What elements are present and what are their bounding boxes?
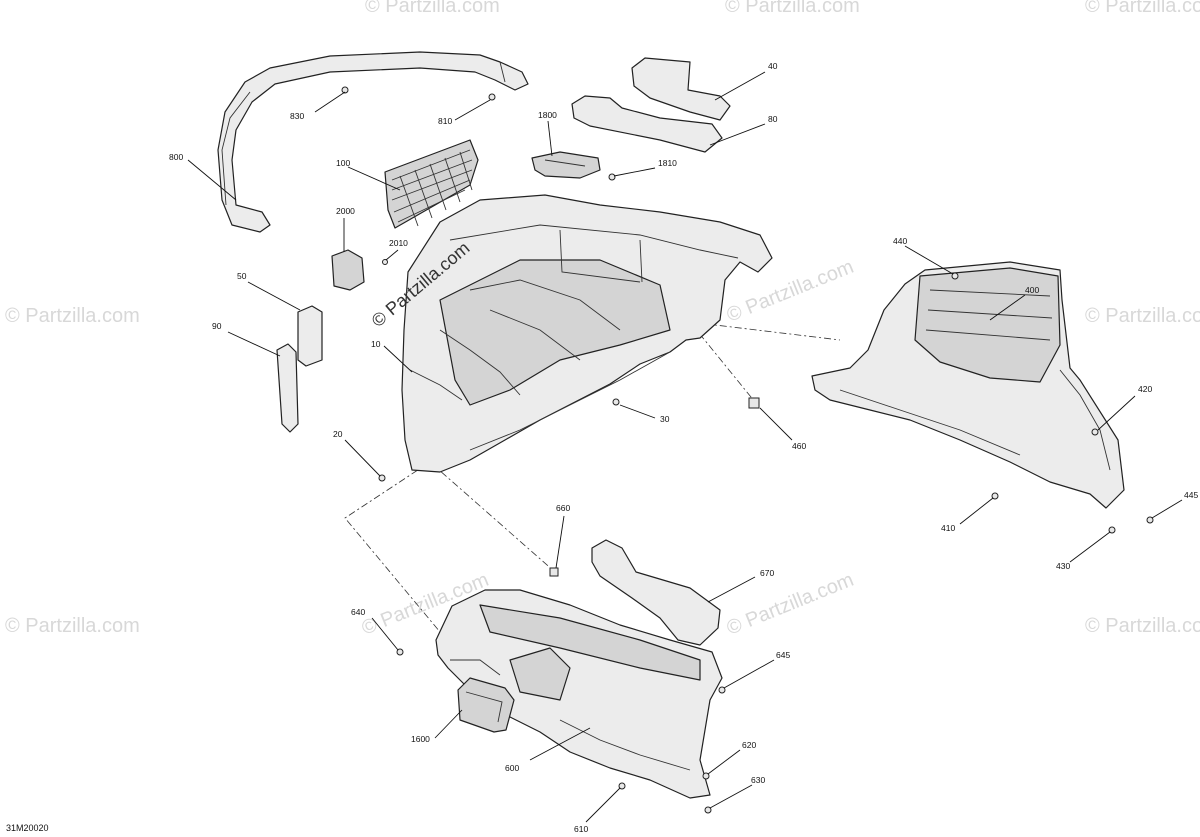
fastener-810-icon xyxy=(488,93,496,101)
pad-80-part xyxy=(571,95,723,153)
leader-lines xyxy=(187,71,1183,823)
callout-label: 400 xyxy=(1025,285,1039,295)
fastener-630-icon xyxy=(704,806,712,814)
callout-label: 810 xyxy=(438,116,452,126)
callout-label: 2000 xyxy=(336,206,355,216)
watermark: © Partzilla.com xyxy=(5,615,140,637)
watermark: © Partzilla.com xyxy=(1085,0,1200,17)
callout-label: 420 xyxy=(1138,384,1152,394)
grille-part xyxy=(384,139,479,229)
fastener-660-icon xyxy=(549,567,559,577)
callout-label: 640 xyxy=(351,607,365,617)
callout-label: 1600 xyxy=(411,734,430,744)
pad-40-part xyxy=(631,57,731,121)
fastener-610-icon xyxy=(618,782,626,790)
callout-label: 670 xyxy=(760,568,774,578)
callout-label: 610 xyxy=(574,824,588,834)
fastener-460-icon xyxy=(748,397,760,409)
pad-670-part xyxy=(591,539,721,646)
callout-label: 600 xyxy=(505,763,519,773)
callout-label: 100 xyxy=(336,158,350,168)
light-1600-part xyxy=(457,677,515,733)
callout-label: 645 xyxy=(776,650,790,660)
watermark: © Partzilla.com xyxy=(725,0,860,17)
fastener-430-icon xyxy=(1108,526,1116,534)
block-50-part xyxy=(297,305,323,367)
callout-label: 830 xyxy=(290,111,304,121)
callout-label: 30 xyxy=(660,414,670,424)
rear-panel-400-part xyxy=(811,261,1125,509)
fastener-410-icon xyxy=(991,492,999,500)
bracket-1800-part xyxy=(531,151,601,179)
callout-label: 620 xyxy=(742,740,756,750)
watermark: © Partzilla.com xyxy=(1085,305,1200,327)
fastener-30-icon xyxy=(612,398,620,406)
callout-label: 90 xyxy=(212,321,222,331)
watermark: © Partzilla.com xyxy=(724,569,857,640)
callout-label: 1810 xyxy=(658,158,677,168)
callout-label: 430 xyxy=(1056,561,1070,571)
diagram-reference-code: 31M20020 xyxy=(6,823,49,833)
callout-label: 20 xyxy=(333,429,343,439)
fastener-620-icon xyxy=(702,772,710,780)
callout-label: 80 xyxy=(768,114,778,124)
bumper-tube-part xyxy=(217,51,529,233)
callout-label: 10 xyxy=(371,339,381,349)
callout-label: 40 xyxy=(768,61,778,71)
fastener-420-icon xyxy=(1091,428,1099,436)
callout-label: 410 xyxy=(941,523,955,533)
front-body-10-part xyxy=(401,194,773,473)
fastener-1810-icon xyxy=(608,173,616,181)
fastener-645-icon xyxy=(718,686,726,694)
fastener-group xyxy=(341,86,1154,814)
watermark: © Partzilla.com xyxy=(365,0,500,17)
watermark: © Partzilla.com xyxy=(1085,615,1200,637)
fastener-2010-icon xyxy=(382,259,388,265)
fastener-440-icon xyxy=(951,272,959,280)
callout-label: 800 xyxy=(169,152,183,162)
callout-label: 460 xyxy=(792,441,806,451)
callout-labels: 830 810 40 80 800 1800 1810 100 2000 201… xyxy=(169,61,1198,834)
fastener-20-icon xyxy=(378,474,386,482)
callout-label: 660 xyxy=(556,503,570,513)
callout-label: 630 xyxy=(751,775,765,785)
watermark: © Partzilla.com xyxy=(5,305,140,327)
callout-label: 2010 xyxy=(389,238,408,248)
callout-label: 50 xyxy=(237,271,247,281)
fastener-445-icon xyxy=(1146,516,1154,524)
callout-label: 440 xyxy=(893,236,907,246)
fastener-640-icon xyxy=(396,648,404,656)
strip-90-part xyxy=(276,343,299,433)
callout-label: 445 xyxy=(1184,490,1198,500)
watermark: © Partzilla.com xyxy=(724,256,857,327)
fastener-830-icon xyxy=(341,86,349,94)
callout-label: 1800 xyxy=(538,110,557,120)
bracket-2000-part xyxy=(331,249,365,291)
